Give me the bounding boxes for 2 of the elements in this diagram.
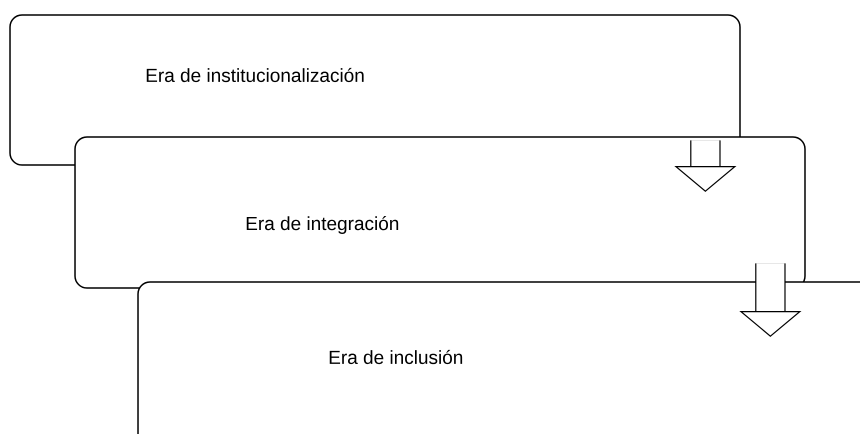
process-box: Era de integración (74, 136, 806, 289)
process-box: Era de inclusión (137, 281, 860, 434)
